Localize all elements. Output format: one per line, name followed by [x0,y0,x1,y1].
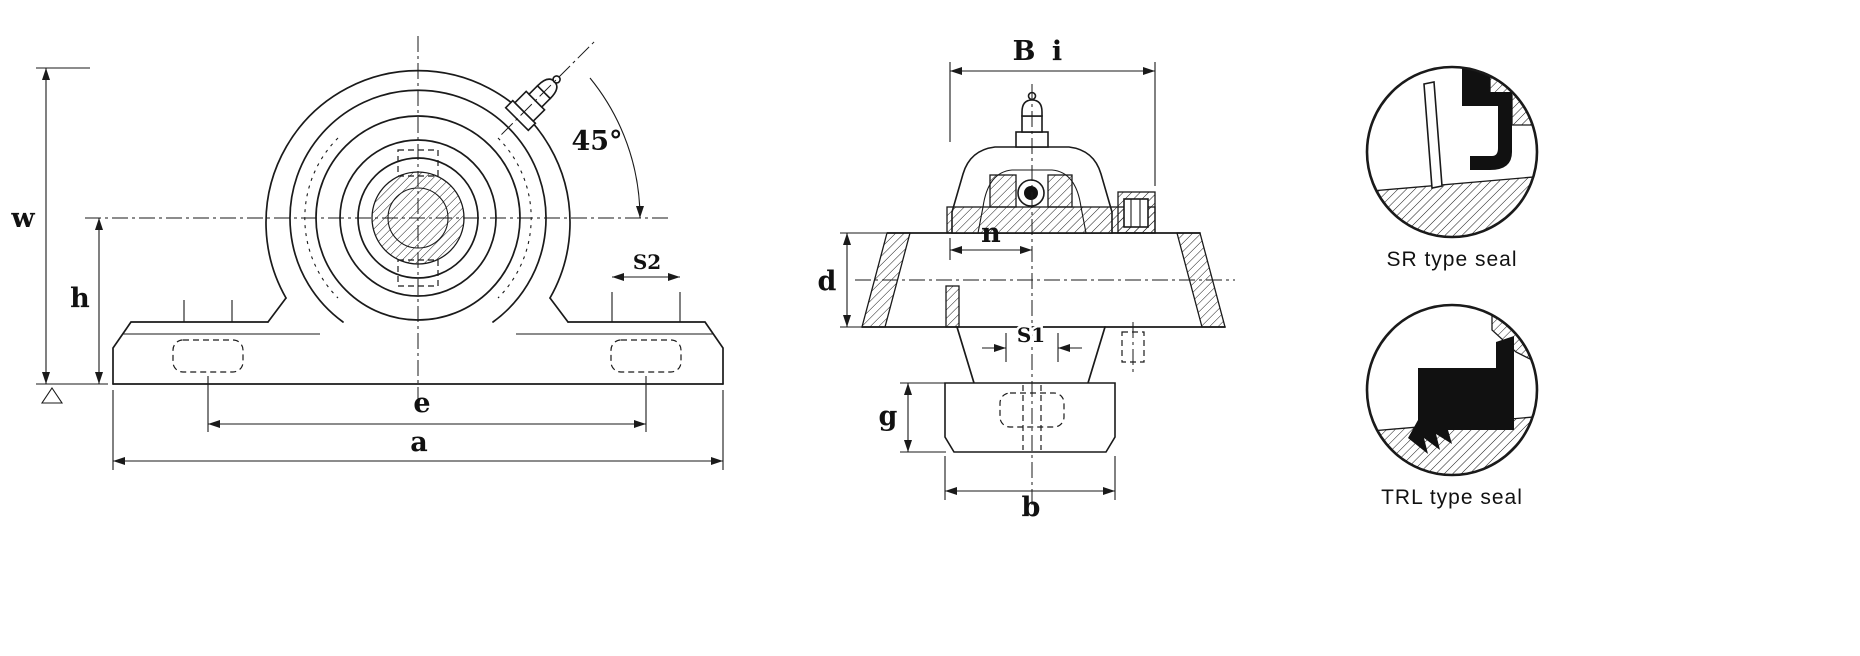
side-view: B i n d S1 g b [818,36,1235,523]
dim-label-s1: S1 [1017,323,1045,347]
sr-shaft-section [1367,175,1537,237]
dim-label-s2: S2 [633,250,661,274]
fitting-axis-centerline [501,39,597,135]
sr-seal-detail: SR type seal [1365,65,1539,271]
grease-fitting-front [501,39,597,135]
dim-label-a: a [410,427,428,458]
bolt-slot-left [172,339,244,373]
datum-triangle [40,387,64,404]
side-centerlines [855,84,1235,505]
housing-lower-section [944,322,1145,453]
trl-seal-detail: TRL type seal [1365,303,1539,509]
trl-seal-profile [1408,336,1514,454]
sr-slinger [1423,81,1443,189]
dim-label-h: h [70,283,90,314]
housing-base [112,292,724,385]
bearing-housing-section [945,91,1156,328]
front-view: w h e a S2 45° [10,36,724,470]
side-dimensions: B i n d S1 g b [818,36,1156,523]
dim-label-g: g [879,401,898,432]
bolt-slot-right [610,339,682,373]
setscrew-collar [1117,191,1156,234]
dim-label-e: e [413,388,430,419]
dim-label-n: n [981,218,1001,249]
dim-label-w: w [10,203,35,234]
front-centerlines [85,36,668,408]
sr-seal-label: SR type seal [1386,248,1517,271]
dim-label-b: b [1022,492,1041,523]
dim-label-d: d [818,266,837,297]
dim-label-B: B [1013,36,1036,67]
angle-arc [589,77,644,219]
trl-detail-circle [1365,303,1539,477]
trl-seal-label: TRL type seal [1381,486,1523,509]
dim-label-i: i [1052,36,1062,67]
base-block [944,382,1116,453]
sr-detail-circle [1365,65,1539,239]
front-dimensions: w h e a S2 45° [10,67,724,470]
angle-label: 45° [571,126,622,157]
sr-seal-profile [1462,67,1512,170]
